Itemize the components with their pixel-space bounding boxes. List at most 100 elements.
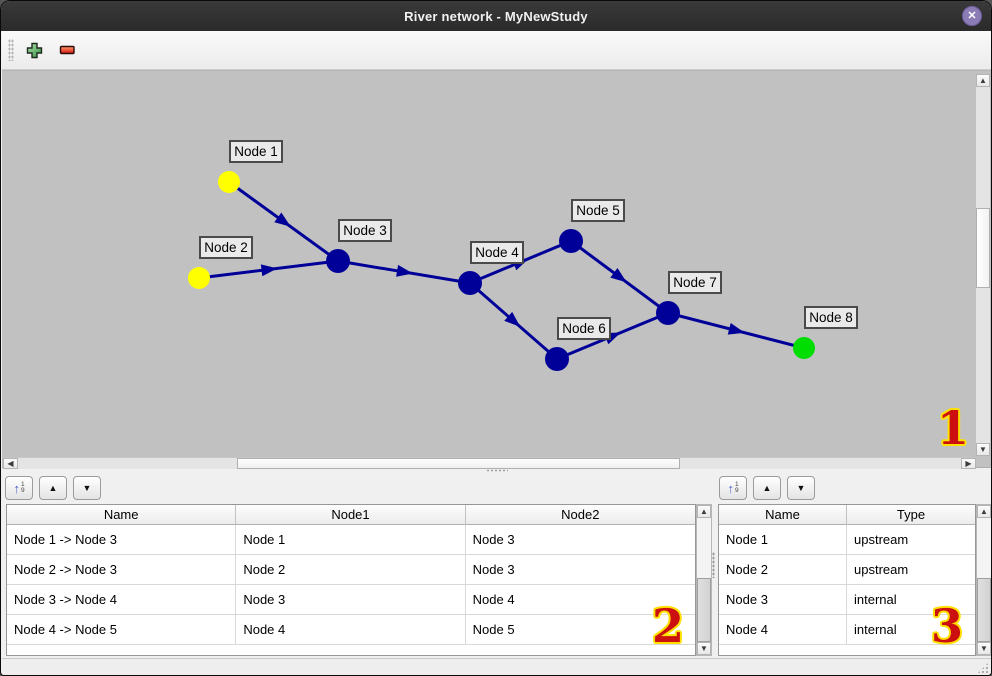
cell[interactable]: Node 3 -> Node 4 bbox=[7, 585, 237, 615]
cell[interactable]: Node 2 bbox=[236, 555, 466, 585]
close-button[interactable]: ✕ bbox=[962, 6, 982, 26]
remove-button[interactable] bbox=[55, 38, 79, 62]
scroll-down-icon[interactable]: ▼ bbox=[977, 642, 991, 655]
scroll-up-icon[interactable]: ▲ bbox=[976, 74, 990, 87]
node-label: Node 6 bbox=[562, 321, 606, 336]
flow-direction-arrow-icon bbox=[260, 264, 278, 277]
links-move-up-button[interactable]: ▲ bbox=[39, 476, 67, 500]
node-label-box bbox=[571, 199, 625, 222]
scroll-left-icon[interactable]: ◀ bbox=[3, 458, 18, 469]
cell[interactable]: Node 3 bbox=[465, 525, 695, 555]
node-label: Node 5 bbox=[576, 203, 620, 218]
canvas-horizontal-scrollbar[interactable]: ◀ ▶ bbox=[3, 457, 976, 469]
vertical-scrollbar-thumb[interactable] bbox=[976, 208, 990, 288]
node-label: Node 3 bbox=[343, 223, 387, 238]
node-label-box bbox=[804, 306, 858, 329]
scroll-up-icon[interactable]: ▲ bbox=[977, 505, 991, 518]
cell[interactable]: Node 3 bbox=[236, 585, 466, 615]
toolbar-drag-handle[interactable] bbox=[8, 39, 14, 61]
node-label-box bbox=[338, 219, 392, 242]
cell[interactable]: Node 2 bbox=[719, 555, 847, 585]
horizontal-scrollbar-thumb[interactable] bbox=[237, 458, 680, 469]
column-header-node1[interactable]: Node1 bbox=[236, 505, 466, 525]
cell[interactable]: internal bbox=[847, 615, 975, 645]
nodes-move-up-button[interactable]: ▲ bbox=[753, 476, 781, 500]
node-label-box bbox=[470, 241, 524, 264]
splitter-grip-icon bbox=[712, 552, 715, 578]
flow-direction-arrow-icon bbox=[274, 212, 291, 227]
column-header-name[interactable]: Name bbox=[7, 505, 237, 525]
cell[interactable]: Node 4 -> Node 5 bbox=[7, 615, 237, 645]
links-table-scrollbar[interactable]: ▲ ▼ bbox=[696, 504, 712, 656]
links-scrollbar-thumb[interactable] bbox=[697, 578, 711, 642]
window-title: River network - MyNewStudy bbox=[404, 8, 588, 24]
cell[interactable]: Node 3 bbox=[465, 555, 695, 585]
title-bar[interactable]: River network - MyNewStudy ✕ bbox=[1, 1, 991, 31]
scroll-up-icon[interactable]: ▲ bbox=[697, 505, 711, 518]
down-arrow-icon: ▼ bbox=[82, 483, 92, 493]
links-move-down-button[interactable]: ▼ bbox=[73, 476, 101, 500]
canvas-tables-splitter[interactable] bbox=[2, 468, 991, 472]
column-header-name[interactable]: Name bbox=[719, 505, 847, 525]
cell[interactable]: Node 3 bbox=[719, 585, 847, 615]
column-header-type[interactable]: Type bbox=[847, 505, 975, 525]
scroll-down-icon[interactable]: ▼ bbox=[697, 642, 711, 655]
cell[interactable]: Node 2 -> Node 3 bbox=[7, 555, 237, 585]
up-arrow-icon: ▲ bbox=[762, 483, 772, 493]
scroll-down-icon[interactable]: ▼ bbox=[976, 443, 990, 456]
node-upstream[interactable] bbox=[218, 171, 240, 193]
node-internal[interactable] bbox=[656, 301, 680, 325]
node-downstream[interactable] bbox=[793, 337, 815, 359]
node-internal[interactable] bbox=[326, 249, 350, 273]
add-button[interactable] bbox=[22, 38, 46, 62]
cell[interactable]: upstream bbox=[847, 525, 975, 555]
nodes-move-down-button[interactable]: ▼ bbox=[787, 476, 815, 500]
node-upstream[interactable] bbox=[188, 267, 210, 289]
node-label-box bbox=[229, 140, 283, 163]
cell[interactable]: Node 4 bbox=[236, 615, 466, 645]
resize-grip-icon[interactable] bbox=[977, 662, 989, 674]
node-internal[interactable] bbox=[559, 229, 583, 253]
flow-direction-arrow-icon bbox=[727, 322, 745, 335]
cell[interactable]: Node 4 bbox=[719, 615, 847, 645]
column-header-node2[interactable]: Node2 bbox=[465, 505, 695, 525]
cell[interactable]: Node 1 bbox=[719, 525, 847, 555]
node-label: Node 7 bbox=[673, 275, 717, 290]
cell[interactable]: Node 5 bbox=[465, 615, 695, 645]
nodes-scrollbar-thumb[interactable] bbox=[977, 578, 991, 642]
cell[interactable]: internal bbox=[847, 585, 975, 615]
nodes-table-scrollbar[interactable]: ▲ ▼ bbox=[976, 504, 991, 656]
tables-splitter[interactable] bbox=[711, 472, 716, 658]
node-internal[interactable] bbox=[545, 347, 569, 371]
cell[interactable]: Node 1 bbox=[236, 525, 466, 555]
canvas-vertical-scrollbar[interactable]: ▲ ▼ bbox=[975, 73, 991, 457]
cell[interactable]: Node 1 -> Node 3 bbox=[7, 525, 237, 555]
scroll-right-icon[interactable]: ▶ bbox=[961, 458, 976, 469]
cell[interactable]: Node 4 bbox=[465, 585, 695, 615]
cell[interactable]: upstream bbox=[847, 555, 975, 585]
node-internal[interactable] bbox=[458, 271, 482, 295]
